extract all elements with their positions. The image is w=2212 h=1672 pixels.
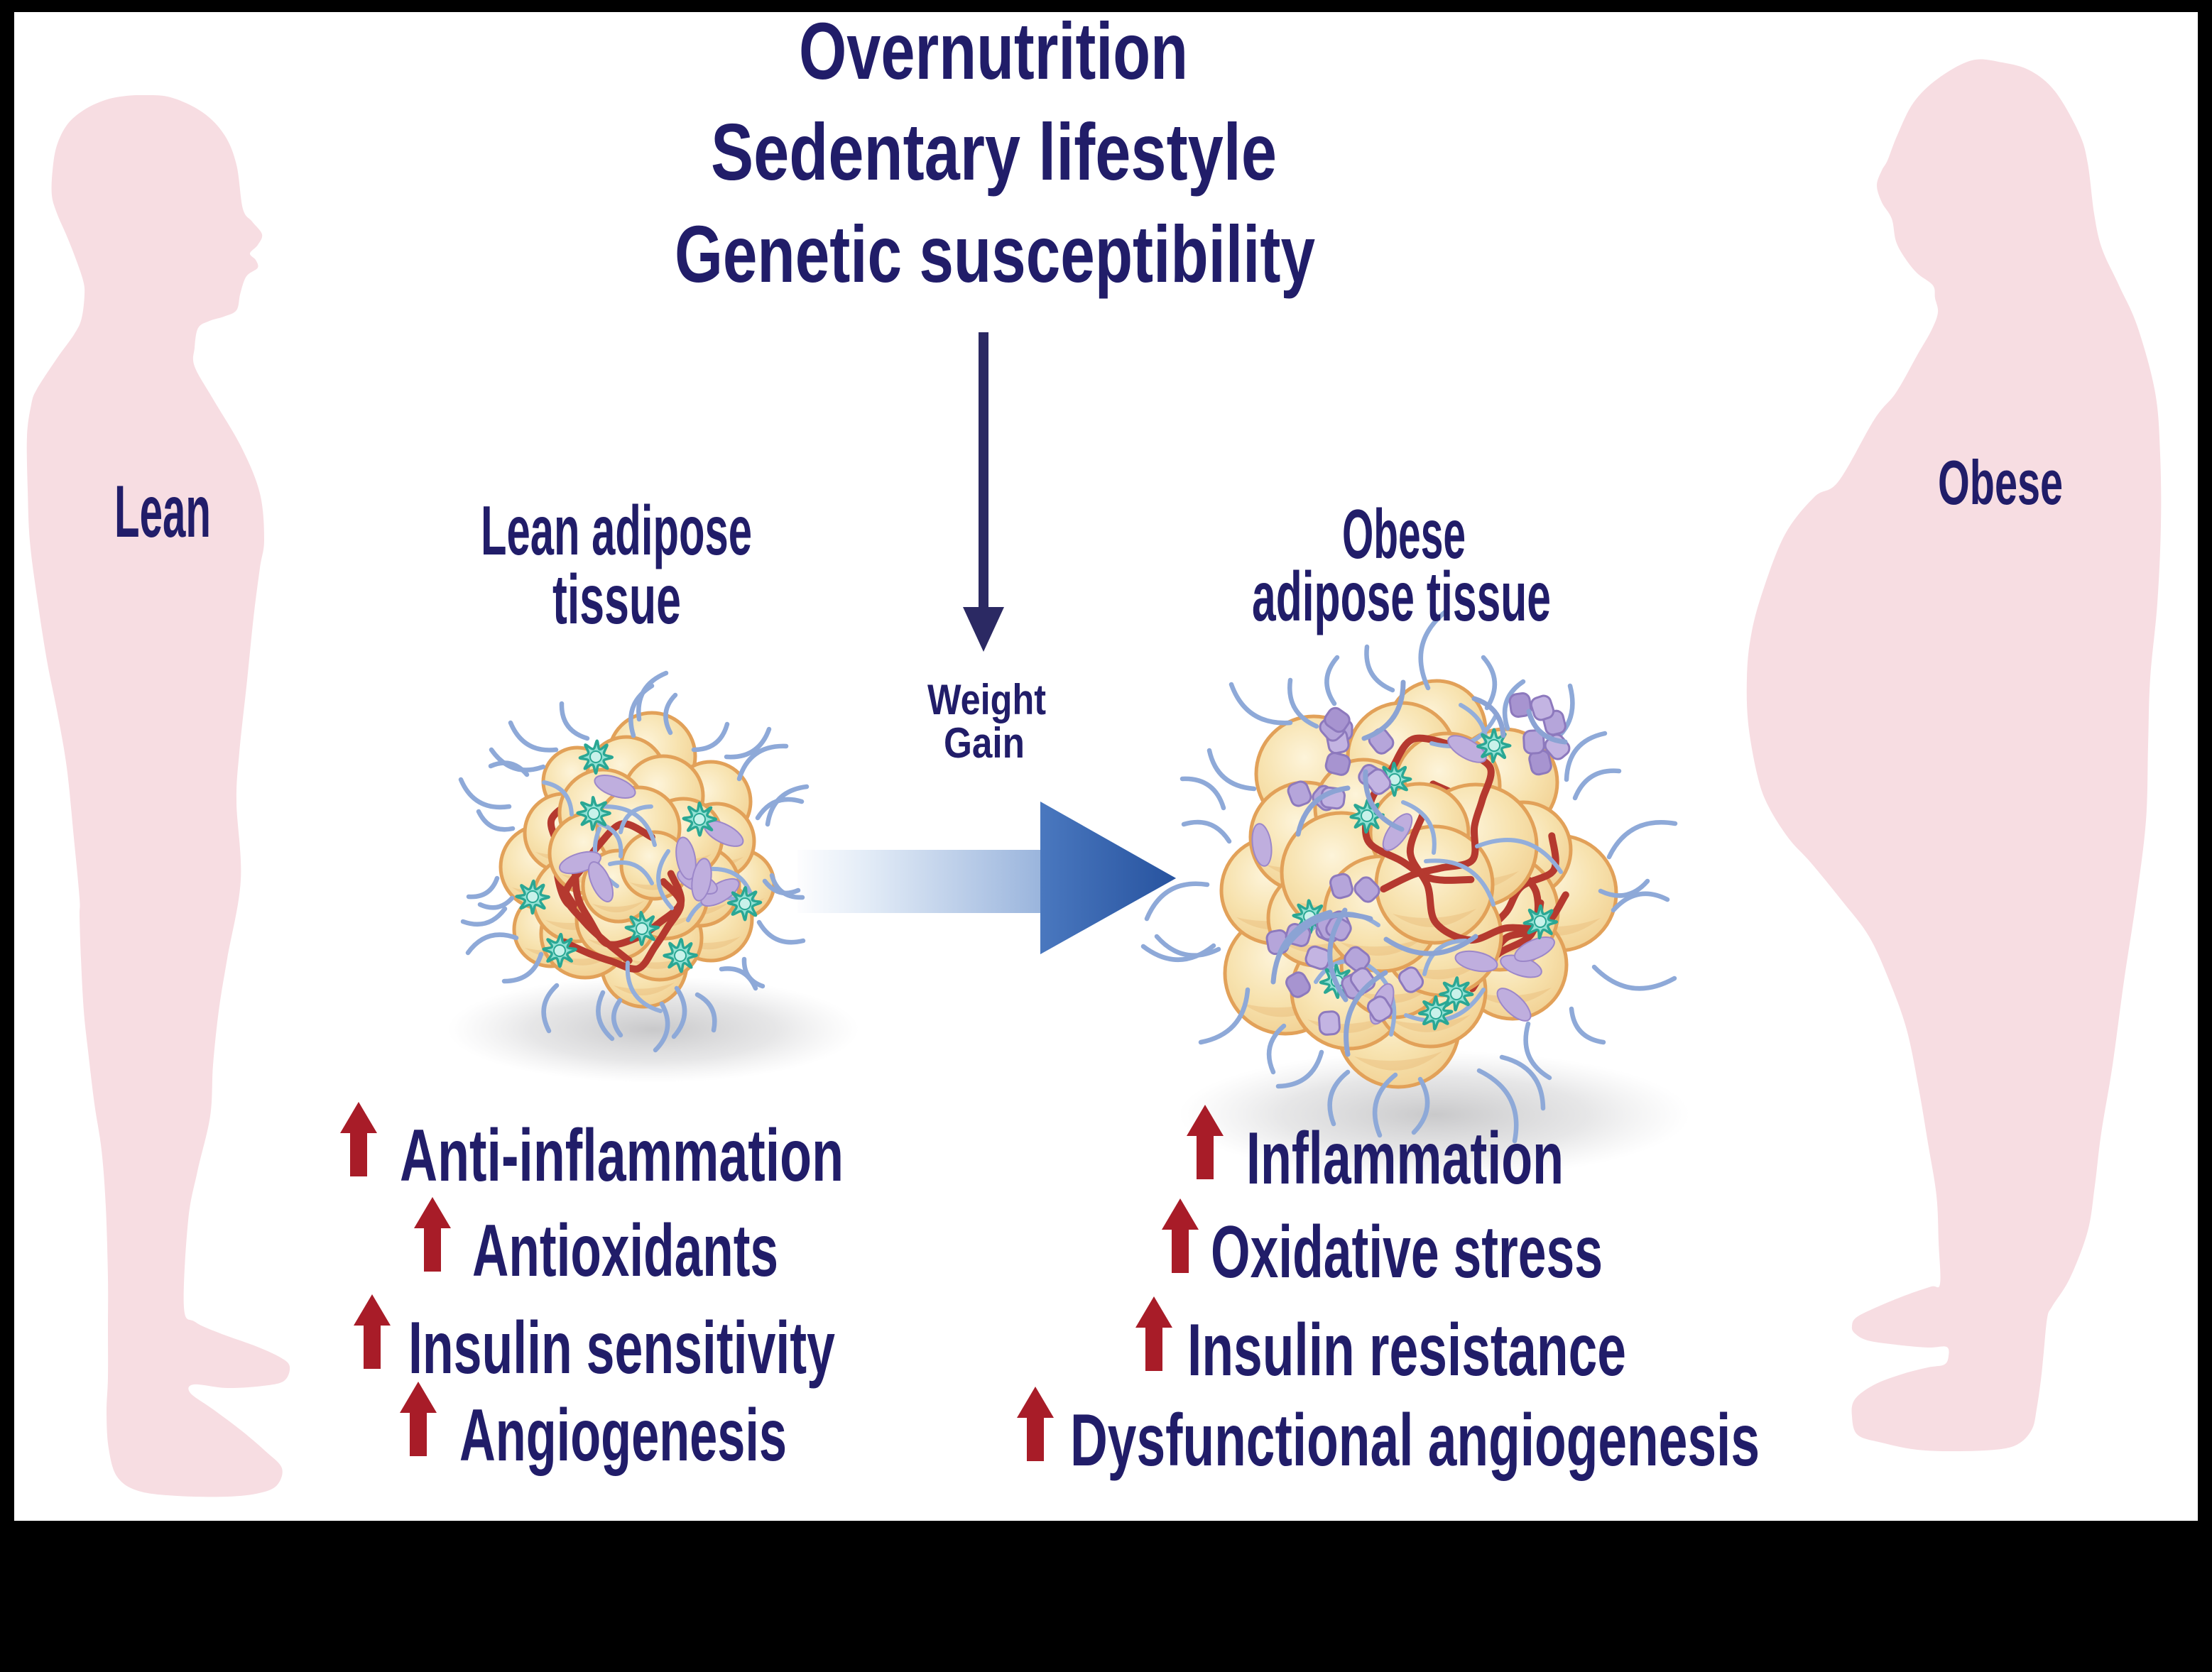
svg-text:Insulin sensitivity: Insulin sensitivity xyxy=(408,1307,835,1389)
svg-text:Oxidative stress: Oxidative stress xyxy=(1211,1211,1603,1294)
svg-text:Weight: Weight xyxy=(927,676,1046,723)
svg-text:Insulin resistance: Insulin resistance xyxy=(1187,1309,1626,1392)
svg-text:Dysfunctional angiogenesis: Dysfunctional angiogenesis xyxy=(1070,1399,1760,1482)
svg-text:Obese: Obese xyxy=(1342,495,1466,573)
svg-text:Lean adipose: Lean adipose xyxy=(481,491,752,569)
svg-text:Inflammation: Inflammation xyxy=(1246,1118,1564,1200)
svg-text:adipose tissue: adipose tissue xyxy=(1252,557,1551,635)
svg-text:Angiogenesis: Angiogenesis xyxy=(459,1394,787,1477)
svg-text:tissue: tissue xyxy=(552,560,681,638)
svg-text:Overnutrition: Overnutrition xyxy=(799,6,1188,96)
svg-text:Lean: Lean xyxy=(114,471,211,553)
svg-text:Antioxidants: Antioxidants xyxy=(472,1210,778,1292)
svg-text:Sedentary lifestyle: Sedentary lifestyle xyxy=(711,107,1277,197)
svg-text:Gain: Gain xyxy=(944,719,1025,767)
svg-text:Obese: Obese xyxy=(1938,447,2063,518)
svg-text:Anti-inflammation: Anti-inflammation xyxy=(400,1115,844,1197)
svg-text:Genetic susceptibility: Genetic susceptibility xyxy=(675,209,1315,299)
